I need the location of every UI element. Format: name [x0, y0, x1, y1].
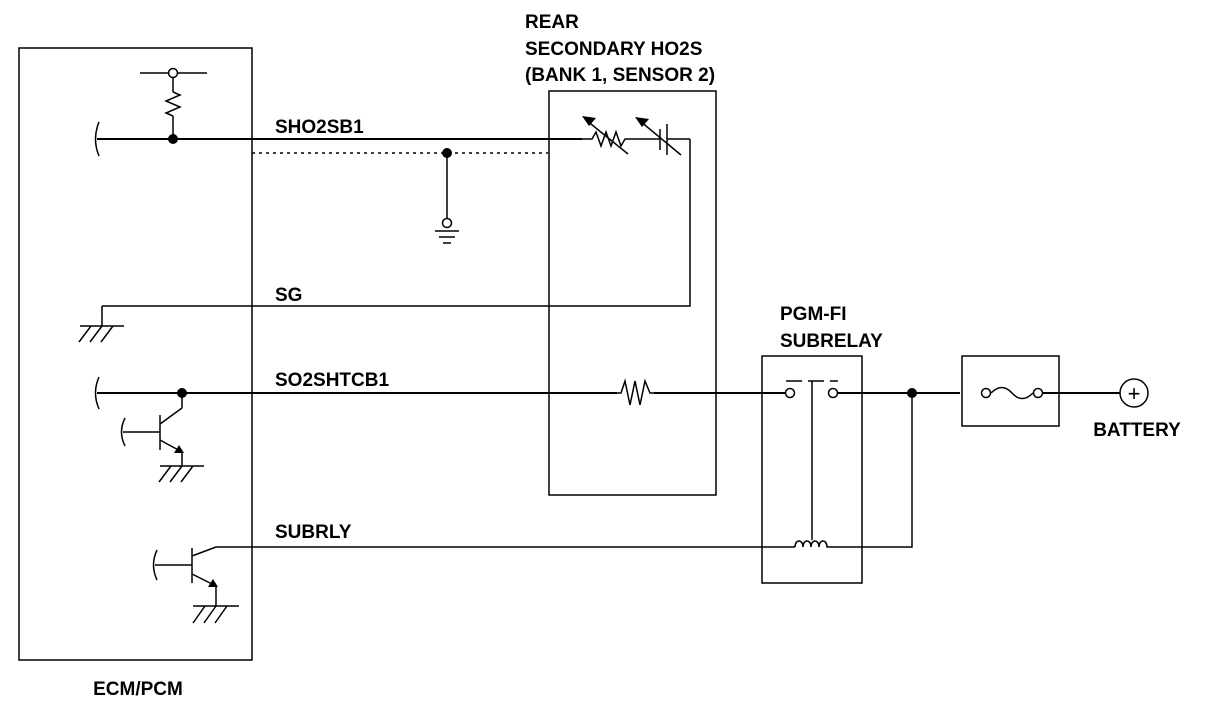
ho2s-label-line1: REAR: [525, 12, 579, 33]
shield-ground-icon: [435, 230, 459, 244]
ecm-pcm-label: ECM/PCM: [93, 679, 183, 700]
battery-symbol: +: [1128, 381, 1141, 406]
battery: + BATTERY: [1093, 378, 1181, 441]
wire-so2shtcb1: SO2SHTCB1: [252, 370, 785, 394]
wire-label-sho2sb1: SHO2SB1: [275, 117, 364, 138]
battery-icon: [1119, 378, 1149, 408]
ground-icon: [78, 306, 124, 343]
ho2s-box: [548, 90, 717, 496]
wire-sho2sb1: SHO2SB1: [252, 117, 582, 244]
fuse-icon: [990, 386, 1034, 400]
fuse: [961, 355, 1120, 427]
ecm-pcm: ECM/PCM: [18, 47, 253, 700]
variable-source-icon: [635, 117, 690, 156]
ground-icon: [192, 605, 239, 624]
ground-icon: [158, 465, 204, 483]
subrelay-label-line1: PGM-FI: [780, 304, 847, 325]
pgm-fi-subrelay: PGM-FI SUBRELAY: [761, 304, 960, 584]
wire-label-sg: SG: [275, 285, 302, 306]
wire-label-subrly: SUBRLY: [275, 522, 352, 543]
wire-subrly: SUBRLY: [216, 522, 795, 548]
subrelay-box: [761, 355, 863, 584]
wire-label-so2shtcb1: SO2SHTCB1: [275, 370, 389, 391]
input-stub-icon: [94, 376, 100, 410]
heater-resistor-icon: [617, 378, 654, 406]
relay-coil-icon: [794, 540, 830, 548]
relay-transistor: [152, 546, 218, 606]
ho2s-label-line3: (BANK 1, SENSOR 2): [525, 65, 715, 86]
heater-transistor: [120, 393, 184, 466]
subrelay-label-line2: SUBRELAY: [780, 331, 883, 352]
rear-secondary-ho2s: REAR SECONDARY HO2S (BANK 1, SENSOR 2): [525, 12, 717, 496]
ecm-pcm-box: [18, 47, 253, 661]
ho2s-label-line2: SECONDARY HO2S: [525, 39, 702, 60]
input-stub-icon: [94, 121, 100, 157]
wire-sg: SG: [102, 139, 691, 307]
variable-resistor-icon: [582, 116, 660, 155]
pullup-resistor: [140, 67, 207, 139]
fuse-box: [961, 355, 1060, 427]
battery-label: BATTERY: [1093, 420, 1181, 441]
